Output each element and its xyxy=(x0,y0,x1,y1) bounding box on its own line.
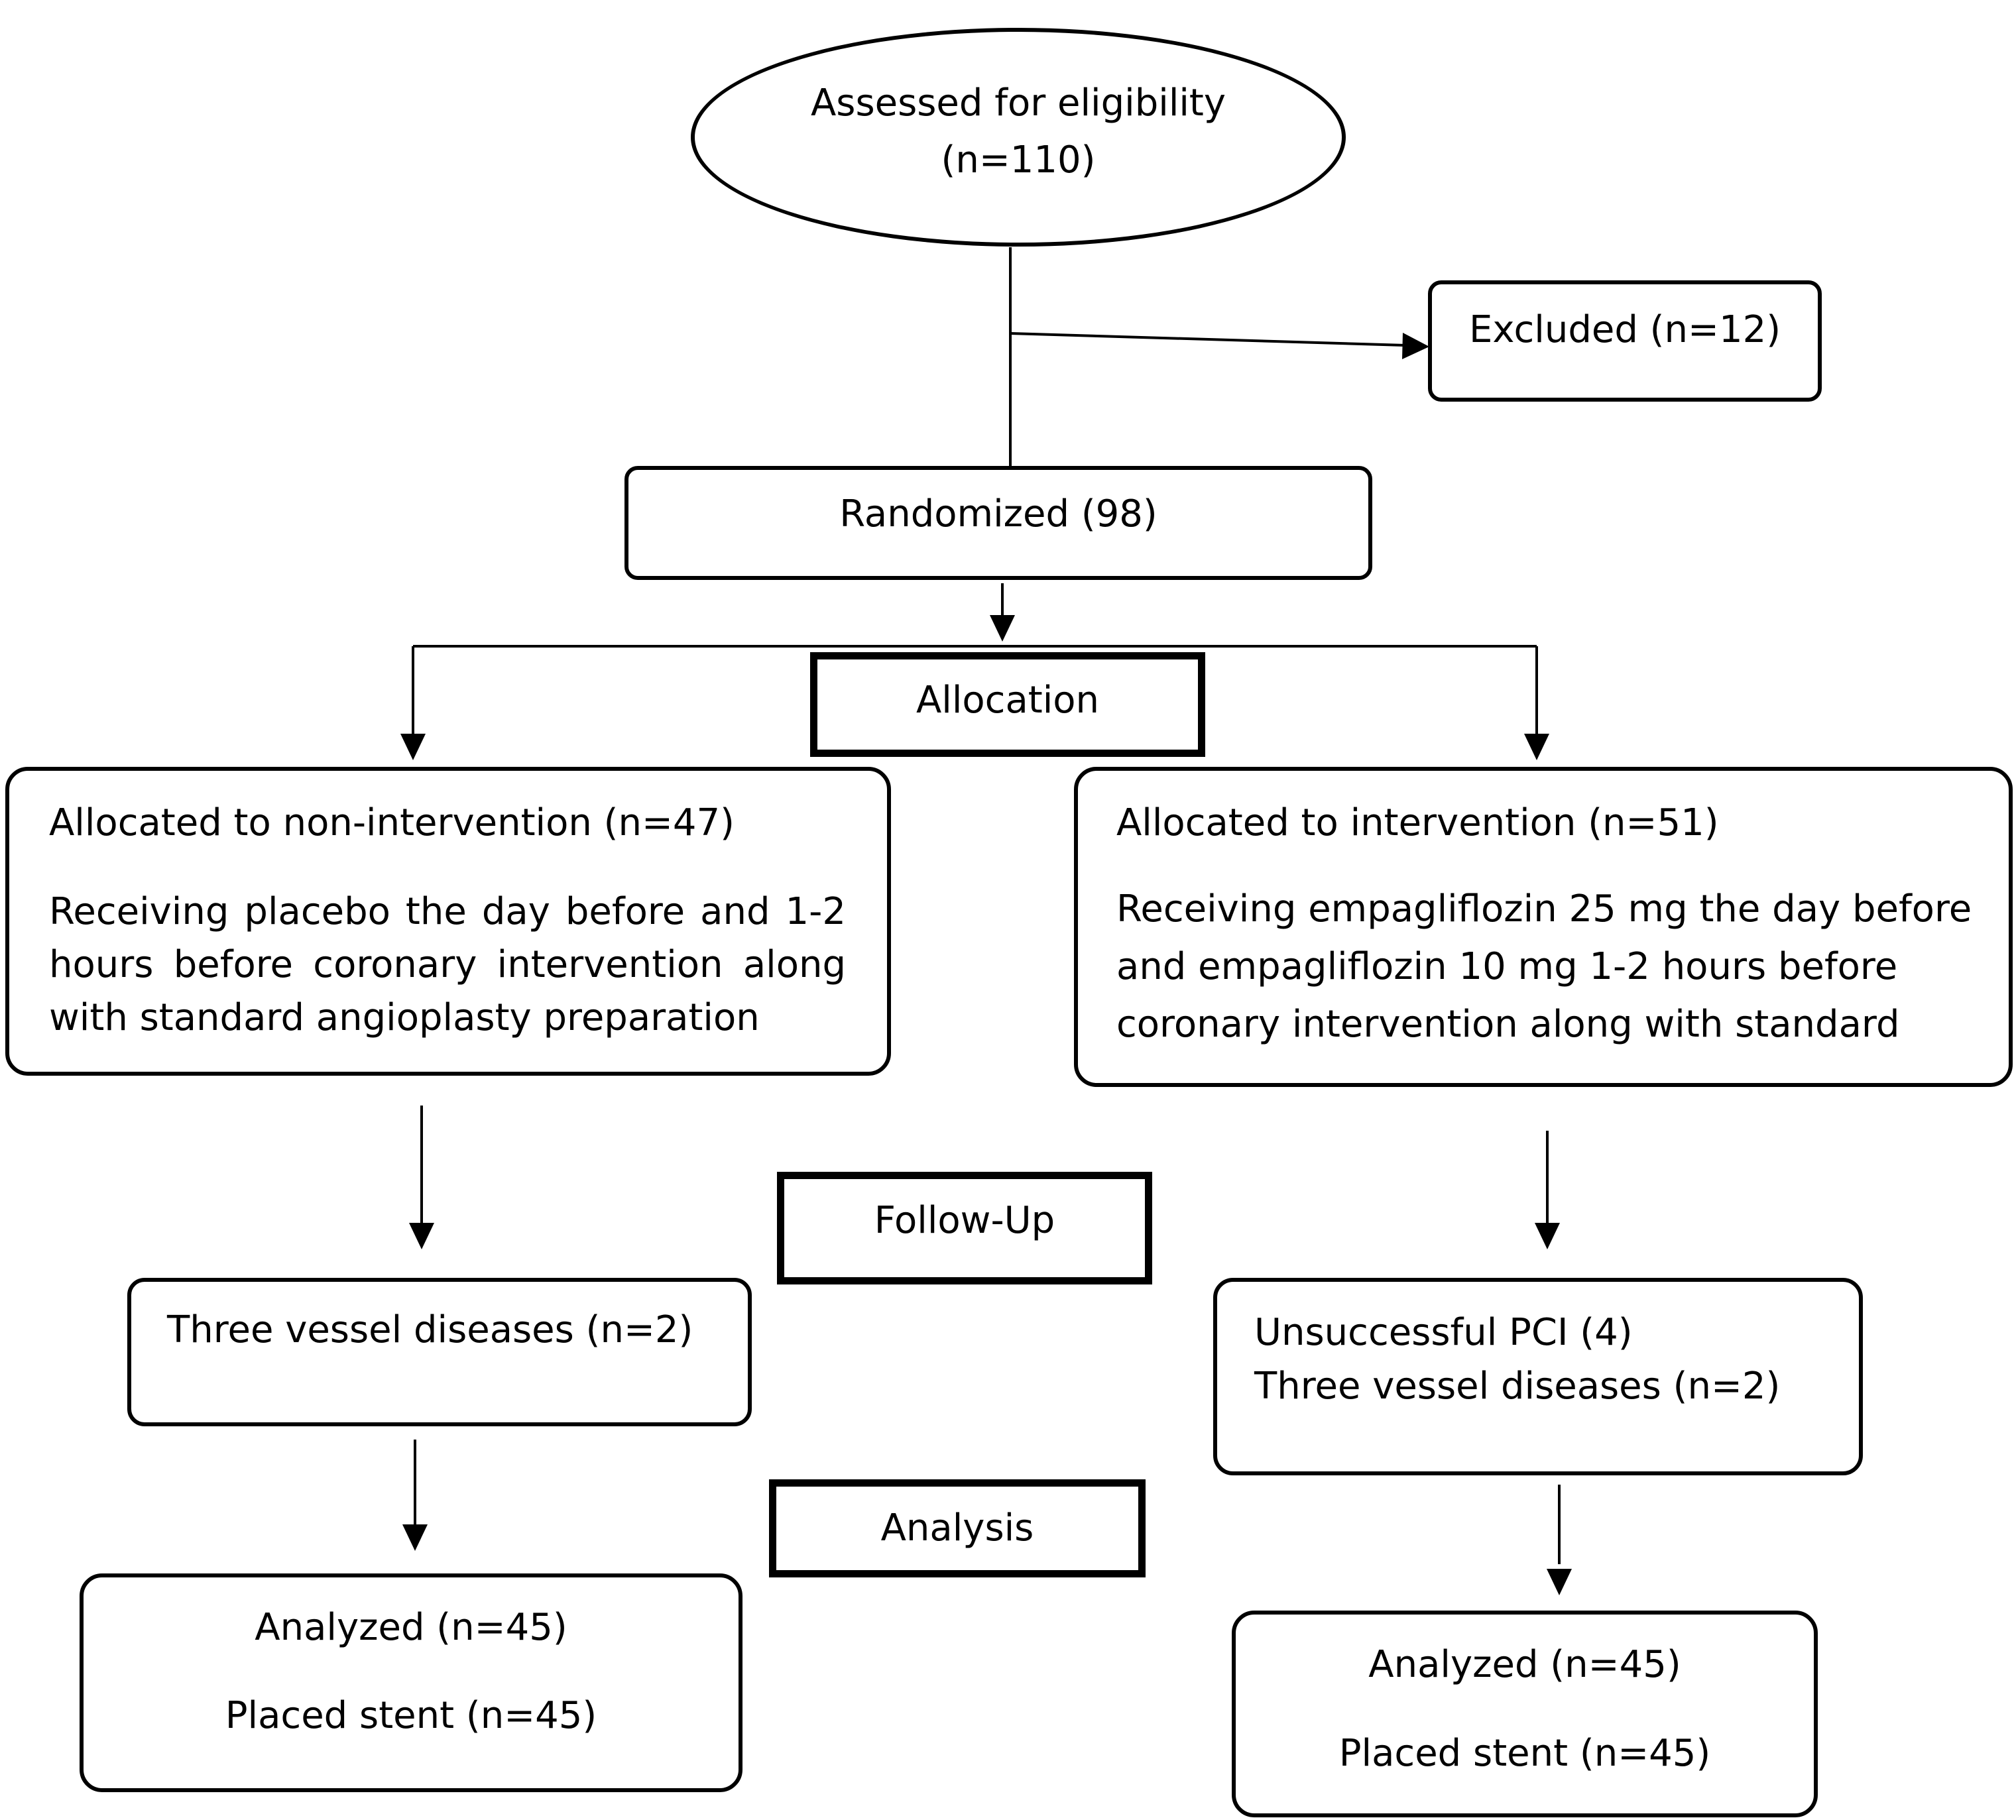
analysis-right-line-2: Placed stent (n=45) xyxy=(1338,1732,1711,1775)
intervention-line-1: Receiving empagliflozin 25 mg the day be… xyxy=(1116,887,1972,931)
arrowhead-left-followup xyxy=(409,1223,434,1249)
intervention-line-2: and empagliflozin 10 mg 1-2 hours before xyxy=(1116,945,1898,988)
randomized-label: Randomized (98) xyxy=(839,492,1157,536)
followup-right-line-2: Three vessel diseases (n=2) xyxy=(1254,1365,1781,1408)
followup-right-box xyxy=(1213,1278,1863,1475)
intervention-box xyxy=(1074,767,2013,1087)
followup-left-box xyxy=(127,1278,752,1426)
allocation-stage-box xyxy=(810,652,1205,757)
eligibility-ellipse xyxy=(691,28,1346,247)
non-intervention-line-2: hours before coronary intervention along xyxy=(49,943,846,986)
intervention-title: Allocated to intervention (n=51) xyxy=(1116,801,1719,844)
arrowhead-right-analysis xyxy=(1547,1569,1572,1595)
analysis-left-line-1: Analyzed (n=45) xyxy=(255,1606,567,1649)
arrowhead-left-analysis xyxy=(402,1524,428,1551)
analysis-right-box xyxy=(1232,1611,1818,1817)
arrowhead-left-allocated xyxy=(400,734,426,760)
non-intervention-line-3: with standard angioplasty preparation xyxy=(49,996,760,1039)
excluded-label: Excluded (n=12) xyxy=(1468,308,1781,351)
excluded-box xyxy=(1428,280,1822,402)
analysis-right-line-1: Analyzed (n=45) xyxy=(1368,1643,1681,1686)
analysis-left-line-2: Placed stent (n=45) xyxy=(225,1694,597,1737)
arrowhead-right-allocated xyxy=(1524,734,1549,760)
follow-up-stage-box xyxy=(777,1172,1152,1284)
non-intervention-title: Allocated to non-intervention (n=47) xyxy=(49,801,735,844)
randomized-box xyxy=(624,466,1372,580)
analysis-stage-label: Analysis xyxy=(880,1507,1034,1550)
eligibility-count: (n=110) xyxy=(941,139,1096,182)
followup-left-line-1: Three vessel diseases (n=2) xyxy=(167,1308,693,1351)
allocation-stage-label: Allocation xyxy=(916,679,1100,722)
eligibility-label: Assessed for eligibility xyxy=(810,82,1226,125)
arrowhead-right-followup xyxy=(1535,1223,1560,1249)
follow-up-stage-label: Follow-Up xyxy=(874,1199,1055,1242)
arrowhead-excluded xyxy=(1402,333,1429,359)
arrowhead-randomized xyxy=(990,615,1015,642)
followup-right-line-1: Unsuccessful PCI (4) xyxy=(1254,1311,1633,1354)
analysis-stage-box xyxy=(769,1479,1146,1577)
connector-to-excluded xyxy=(1010,332,1406,347)
non-intervention-box xyxy=(5,767,891,1076)
non-intervention-line-1: Receiving placebo the day before and 1-2 xyxy=(49,890,846,933)
analysis-left-box xyxy=(80,1573,742,1792)
intervention-line-3: coronary intervention along with standar… xyxy=(1116,1003,1900,1046)
